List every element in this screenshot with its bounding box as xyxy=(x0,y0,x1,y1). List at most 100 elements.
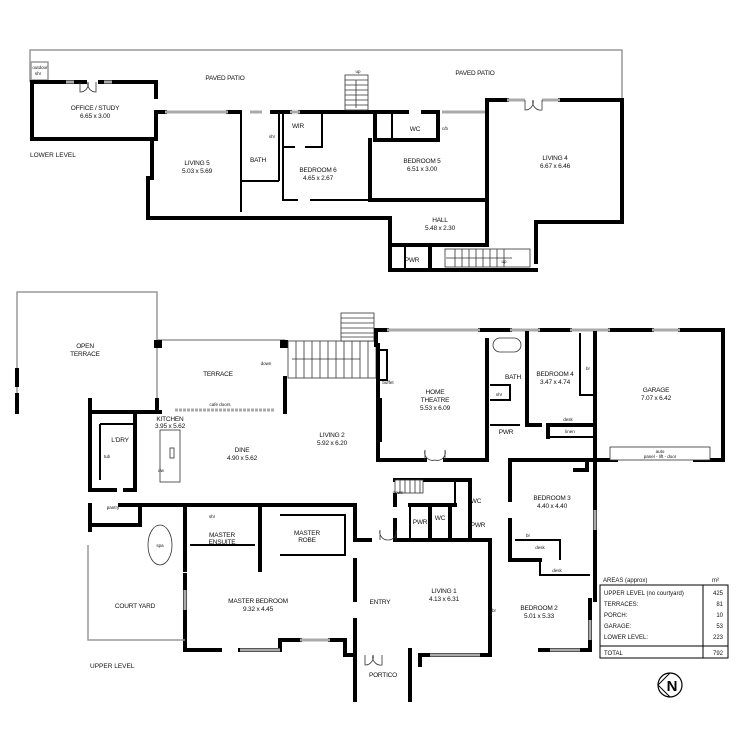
room-kitchen: KITCHEN xyxy=(156,416,184,423)
room-open-terrace: TERRACE xyxy=(70,351,101,358)
room-living-5: LIVING 5 xyxy=(184,160,210,167)
areas-title: AREAS (approx) xyxy=(603,578,647,584)
room-dine: DINE xyxy=(235,447,251,454)
areas-row-value: 223 xyxy=(713,635,724,641)
north-arrow-icon: N xyxy=(657,672,683,698)
tub-label: tub xyxy=(104,454,111,459)
room-portico: PORTICO xyxy=(369,672,397,679)
room-size: 4.65 x 2.67 xyxy=(303,175,334,182)
areas-row-label: PORCH: xyxy=(604,613,628,619)
paved-patio-label: PAVED PATIO xyxy=(205,75,244,82)
room-entry: ENTRY xyxy=(370,599,392,606)
desk-label: desk xyxy=(535,545,545,550)
room-open-terrace: OPEN xyxy=(76,343,94,350)
room-bedroom-6: BEDROOM 6 xyxy=(299,167,337,174)
room-size: 6.51 x 3.00 xyxy=(407,166,438,173)
upper-level-label: UPPER LEVEL xyxy=(90,663,135,670)
north-arrow-letter: N xyxy=(667,678,678,695)
room-bath: BATH xyxy=(505,374,522,381)
pantry-label: pantry xyxy=(107,505,120,510)
shower-label: shr xyxy=(269,134,276,139)
room-size: 4.40 x 4.40 xyxy=(537,503,568,510)
areas-row-label: UPPER LEVEL (no courtyard) xyxy=(604,591,684,597)
bathtub xyxy=(492,337,522,353)
upper-level: UPPER LEVEL OPEN TERRACE TERRACE down ca… xyxy=(15,291,725,702)
room-terrace: TERRACE xyxy=(203,371,234,378)
stairs-up-label: up xyxy=(501,259,507,264)
courtyard-outline xyxy=(87,545,185,641)
room-size: 6.67 x 6.46 xyxy=(540,163,571,170)
built-in-robe-label: br xyxy=(526,533,531,538)
room-master-bedroom: MASTER BEDROOM xyxy=(228,598,288,605)
room-master-ensuite: ENSUITE xyxy=(209,539,237,546)
office-walls xyxy=(30,80,158,141)
room-bath: BATH xyxy=(250,157,267,164)
room-office-study: OFFICE / STUDY xyxy=(71,105,120,112)
room-wc: WC xyxy=(471,498,482,505)
room-size: 9.32 x 4.45 xyxy=(243,606,274,613)
room-laundry: L'DRY xyxy=(111,437,129,444)
dishwasher-label: dw xyxy=(158,468,165,473)
shower-label: shr xyxy=(209,514,216,519)
room-size: 5.03 x 5.69 xyxy=(182,168,213,175)
areas-table: AREAS (approx) m² UPPER LEVEL (no courty… xyxy=(599,578,729,659)
room-master-ensuite: MASTER xyxy=(209,532,235,539)
garage-door-label: auto xyxy=(656,449,665,454)
spa-label: spa xyxy=(156,543,164,548)
room-wc: WC xyxy=(435,515,446,522)
areas-row-label: LOWER LEVEL: xyxy=(604,635,648,641)
room-living-1: LIVING 1 xyxy=(431,588,457,595)
areas-row-value: 81 xyxy=(716,602,723,608)
built-in-robe-label: br xyxy=(492,608,497,613)
room-court-yard: COURT YARD xyxy=(115,603,156,610)
areas-total-label: TOTAL xyxy=(604,651,623,657)
room-bedroom-2: BEDROOM 2 xyxy=(520,605,558,612)
desk-label: desk xyxy=(563,417,573,422)
room-pwr: PWR xyxy=(499,429,514,436)
stairs-up-label: up xyxy=(355,69,361,74)
room-pwr: PWR xyxy=(405,257,420,264)
room-hall: HALL xyxy=(432,217,448,224)
linen-label: linen xyxy=(565,429,575,434)
room-size: 5.53 x 6.09 xyxy=(420,405,451,412)
room-wc: WC xyxy=(410,126,421,133)
room-garage: GARAGE xyxy=(643,387,670,394)
garage-door-label: panel - lift - door xyxy=(644,454,677,459)
room-size: 7.07 x 6.42 xyxy=(641,395,672,402)
room-size: 5.01 x 5.33 xyxy=(524,613,555,620)
stairs-down-label: down xyxy=(393,490,404,495)
areas-row-label: TERRACES: xyxy=(604,602,639,608)
lower-walls xyxy=(146,110,392,220)
room-size: 6.65 x 3.00 xyxy=(80,113,111,120)
outdoor-shower-label: shr xyxy=(35,71,42,76)
room-pwr: PWR xyxy=(413,519,428,526)
stairs-up-lower xyxy=(344,74,531,268)
room-living-2: LIVING 2 xyxy=(319,432,345,439)
spa-bath xyxy=(147,524,173,566)
room-bedroom-5: BEDROOM 5 xyxy=(403,158,441,165)
cupboard-label: c/b xyxy=(442,126,449,131)
room-size: 5.48 x 2.30 xyxy=(425,225,456,232)
garage-door xyxy=(609,446,711,461)
room-wir: WIR xyxy=(292,123,305,130)
room-master-robe: ROBE xyxy=(298,537,316,544)
areas-row-value: 53 xyxy=(716,624,723,630)
room-size: 5.92 x 6.20 xyxy=(317,440,348,447)
areas-unit: m² xyxy=(712,578,719,584)
stairs-down-upper xyxy=(287,312,377,379)
desk-label: desk xyxy=(552,568,562,573)
lower-level-label: LOWER LEVEL xyxy=(30,152,76,159)
outdoor-shower-label: outdoor xyxy=(32,65,48,70)
stairs-down-label: down xyxy=(261,361,272,366)
built-in-robe-label: br xyxy=(586,366,591,371)
room-bedroom-4: BEDROOM 4 xyxy=(536,371,574,378)
room-bedroom-3: BEDROOM 3 xyxy=(533,495,571,502)
room-living-4: LIVING 4 xyxy=(542,155,568,162)
buffet-label: buffet xyxy=(382,380,394,385)
room-size: 3.47 x 4.74 xyxy=(540,379,571,386)
areas-total-value: 792 xyxy=(713,651,724,657)
room-size: 3.95 x 5.62 xyxy=(155,423,186,430)
shower-label: shr xyxy=(496,392,503,397)
room-master-robe: MASTER xyxy=(294,530,320,537)
